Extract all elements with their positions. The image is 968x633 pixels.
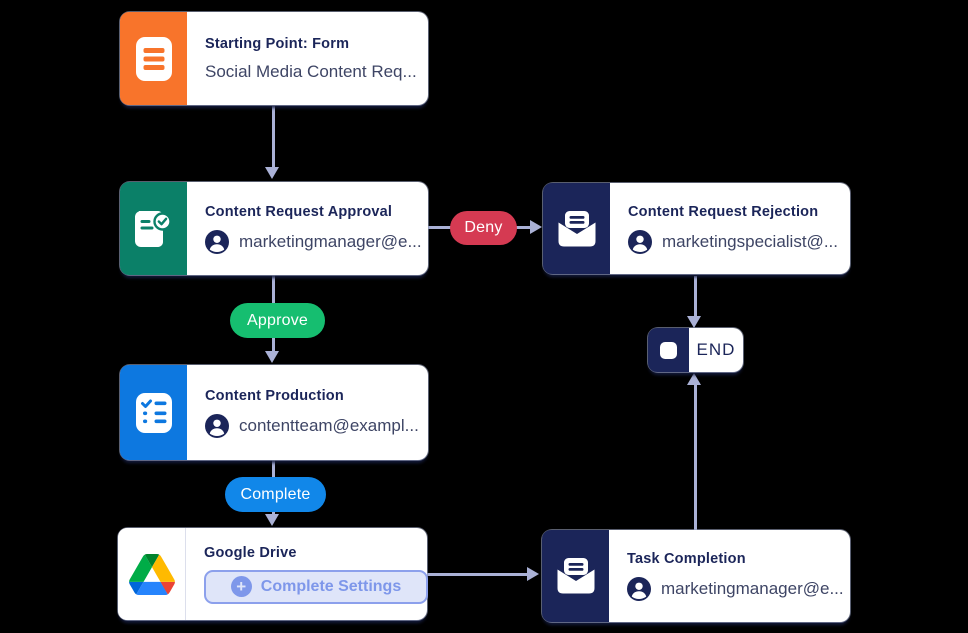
approval-document-icon bbox=[132, 206, 176, 252]
node-subtitle: marketingmanager@e... bbox=[661, 579, 844, 598]
connector-gdrive-to-task bbox=[427, 573, 528, 576]
arrowhead-right-icon bbox=[530, 220, 542, 234]
form-icon bbox=[134, 36, 174, 82]
node-title: Content Request Rejection bbox=[628, 203, 819, 220]
avatar-icon bbox=[205, 413, 229, 438]
google-drive-icon bbox=[128, 553, 175, 595]
stop-icon bbox=[660, 341, 677, 359]
node-subtitle: contentteam@exampl... bbox=[239, 415, 419, 435]
avatar-icon bbox=[205, 229, 229, 254]
node-title: Content Request Approval bbox=[205, 203, 393, 220]
branch-label-complete[interactable]: Complete bbox=[225, 477, 326, 512]
arrowhead-down-icon bbox=[265, 167, 279, 179]
node-starting-point-form[interactable]: Starting Point: Form Social Media Conten… bbox=[120, 12, 428, 105]
branch-label-deny[interactable]: Deny bbox=[450, 211, 517, 245]
email-icon bbox=[553, 555, 599, 597]
arrowhead-down-icon bbox=[265, 514, 279, 526]
node-title: Starting Point: Form bbox=[205, 35, 350, 52]
node-google-drive[interactable]: Google Drive + Complete Settings bbox=[118, 528, 428, 620]
node-title: Task Completion bbox=[627, 551, 746, 567]
node-task-completion[interactable]: Task Completion marketingmanager@e... bbox=[542, 530, 850, 622]
plus-icon: + bbox=[230, 576, 252, 597]
email-icon bbox=[554, 208, 600, 250]
node-subtitle: marketingspecialist@... bbox=[662, 231, 838, 251]
avatar-icon bbox=[627, 577, 651, 601]
connector-task-to-end bbox=[694, 385, 697, 530]
arrowhead-down-icon bbox=[687, 316, 701, 328]
node-accent-band bbox=[120, 12, 187, 105]
branch-label-approve[interactable]: Approve bbox=[230, 303, 325, 338]
node-accent-band bbox=[542, 530, 609, 622]
connector-approval-to-deny bbox=[428, 226, 452, 229]
connector-deny-to-rejection bbox=[515, 226, 531, 229]
complete-settings-button[interactable]: + Complete Settings bbox=[204, 569, 428, 604]
node-accent-band bbox=[648, 328, 689, 372]
node-accent-band bbox=[120, 365, 187, 460]
avatar-icon bbox=[628, 229, 652, 254]
node-accent-band bbox=[120, 182, 187, 275]
connector-start-to-approval bbox=[272, 106, 275, 168]
arrowhead-right-icon bbox=[527, 567, 539, 581]
end-label: END bbox=[696, 340, 736, 359]
node-subtitle: Social Media Content Req... bbox=[205, 61, 417, 81]
node-accent-band bbox=[543, 183, 610, 274]
node-title: Google Drive bbox=[204, 544, 297, 561]
complete-settings-label: Complete Settings bbox=[260, 577, 402, 595]
node-content-request-rejection[interactable]: Content Request Rejection marketingspeci… bbox=[543, 183, 850, 274]
node-subtitle: marketingmanager@e... bbox=[239, 231, 422, 251]
checklist-icon bbox=[132, 390, 176, 436]
connector-rejection-to-end bbox=[694, 276, 697, 317]
arrowhead-up-icon bbox=[687, 373, 701, 385]
node-title: Content Production bbox=[205, 387, 344, 404]
node-content-production[interactable]: Content Production contentteam@exampl... bbox=[120, 365, 428, 460]
node-end[interactable]: END bbox=[648, 328, 743, 372]
node-accent-band bbox=[118, 528, 186, 620]
node-content-request-approval[interactable]: Content Request Approval marketingmanage… bbox=[120, 182, 428, 275]
arrowhead-down-icon bbox=[265, 351, 279, 363]
